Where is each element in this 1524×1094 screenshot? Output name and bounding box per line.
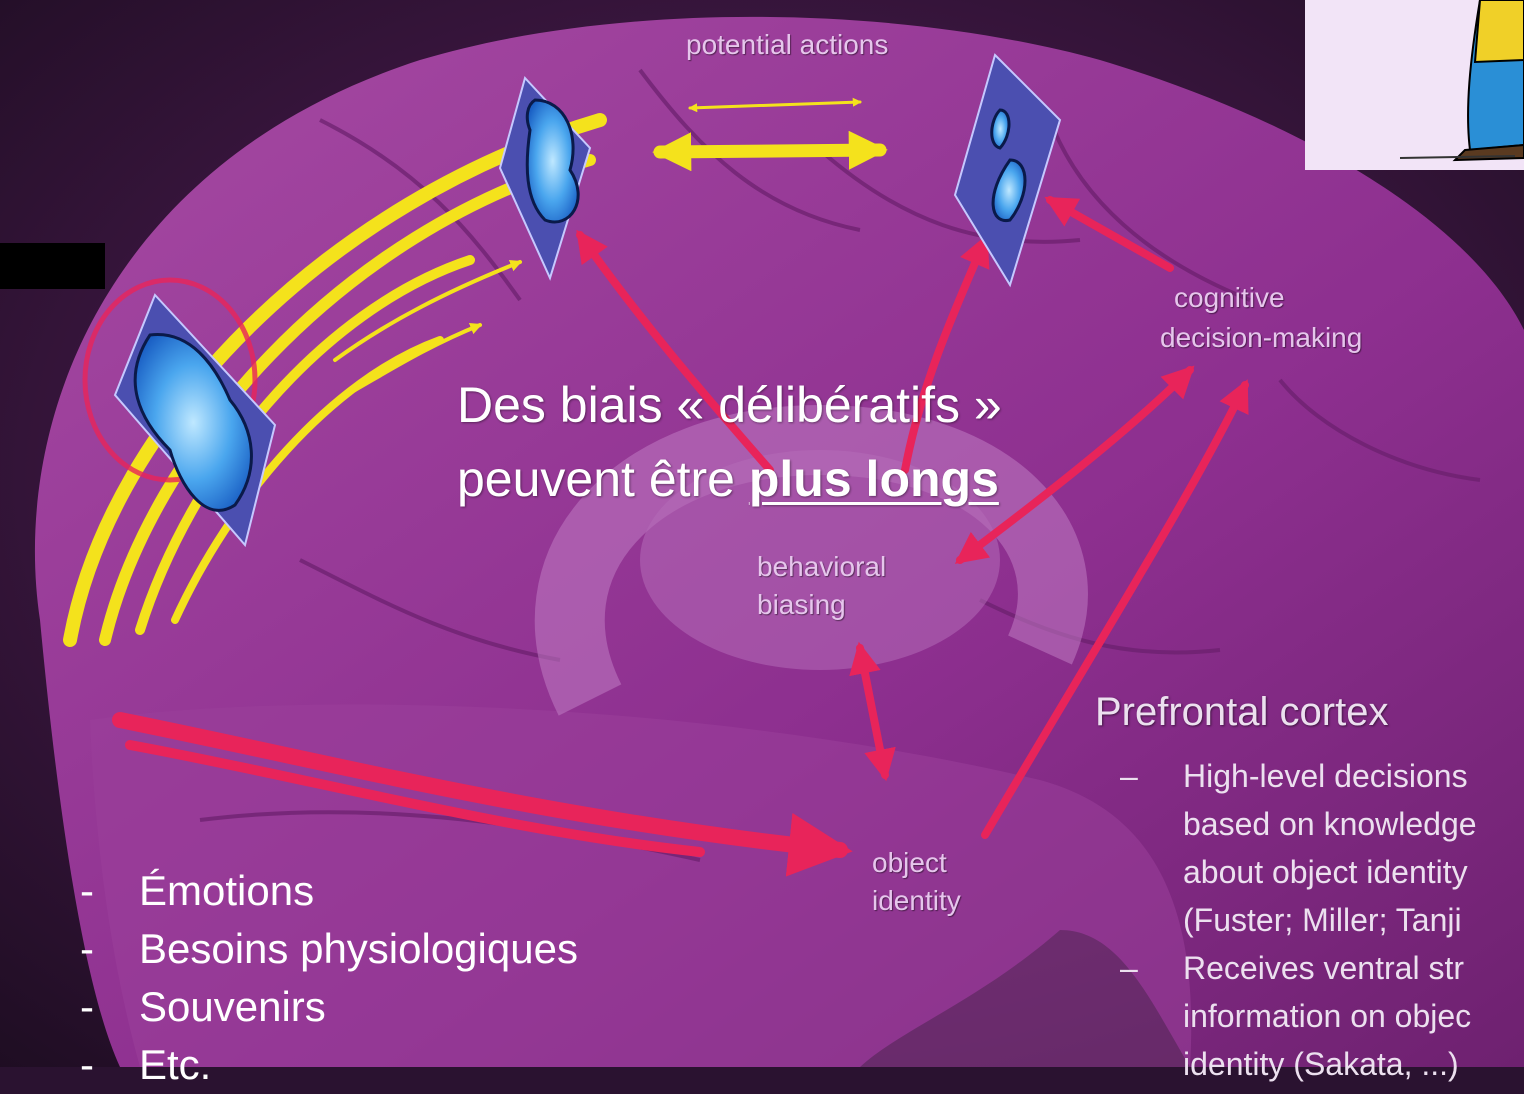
- list-item: -Émotions: [80, 862, 578, 920]
- list-dash: -: [80, 978, 94, 1036]
- list-dash: -: [80, 920, 94, 978]
- factor-list: -Émotions -Besoins physiologiques -Souve…: [80, 862, 578, 1094]
- bullet-line: identity (Sakata, ...): [1183, 1040, 1524, 1088]
- bullet-dash: –: [1120, 944, 1138, 992]
- prefrontal-bullet-2: – Receives ventral str information on ob…: [1120, 944, 1524, 1088]
- list-item: -Etc.: [80, 1036, 578, 1094]
- bullet-line: based on knowledge: [1183, 800, 1524, 848]
- list-item-text: Souvenirs: [139, 983, 326, 1030]
- headline-line-1: Des biais « délibératifs »: [457, 368, 1002, 442]
- bullet-line: (Fuster; Miller; Tanji: [1183, 896, 1524, 944]
- bullet-dash: –: [1120, 752, 1138, 800]
- list-dash: -: [80, 862, 94, 920]
- label-object-identity: object identity: [872, 844, 961, 920]
- cartoon-figure: [1305, 0, 1524, 170]
- list-item-text: Etc.: [139, 1041, 211, 1088]
- headline-line-2: peuvent être plus longs: [457, 442, 1002, 516]
- list-dash: -: [80, 1036, 94, 1094]
- label-cognitive-decision-making: cognitive decision-making: [1160, 278, 1362, 358]
- prefrontal-bullet-1: – High-level decisions based on knowledg…: [1120, 752, 1524, 944]
- headline-emphasis: plus longs: [749, 451, 999, 507]
- headline: Des biais « délibératifs » peuvent être …: [457, 368, 1002, 516]
- list-item-text: Besoins physiologiques: [139, 925, 578, 972]
- redaction-box: [0, 243, 105, 289]
- bullet-line: information on objec: [1183, 992, 1524, 1040]
- bullet-line: High-level decisions: [1183, 752, 1524, 800]
- list-item: -Souvenirs: [80, 978, 578, 1036]
- label-potential-actions: potential actions: [686, 26, 888, 64]
- bullet-line: Receives ventral str: [1183, 944, 1524, 992]
- bullet-line: about object identity: [1183, 848, 1524, 896]
- list-item: -Besoins physiologiques: [80, 920, 578, 978]
- cartoon-inset: [1305, 0, 1524, 170]
- list-item-text: Émotions: [139, 867, 314, 914]
- prefrontal-cortex-bullets: – High-level decisions based on knowledg…: [1120, 752, 1524, 1088]
- prefrontal-cortex-title: Prefrontal cortex: [1095, 690, 1388, 735]
- label-behavioral-biasing: behavioral biasing: [757, 548, 886, 624]
- headline-prefix: peuvent être: [457, 451, 749, 507]
